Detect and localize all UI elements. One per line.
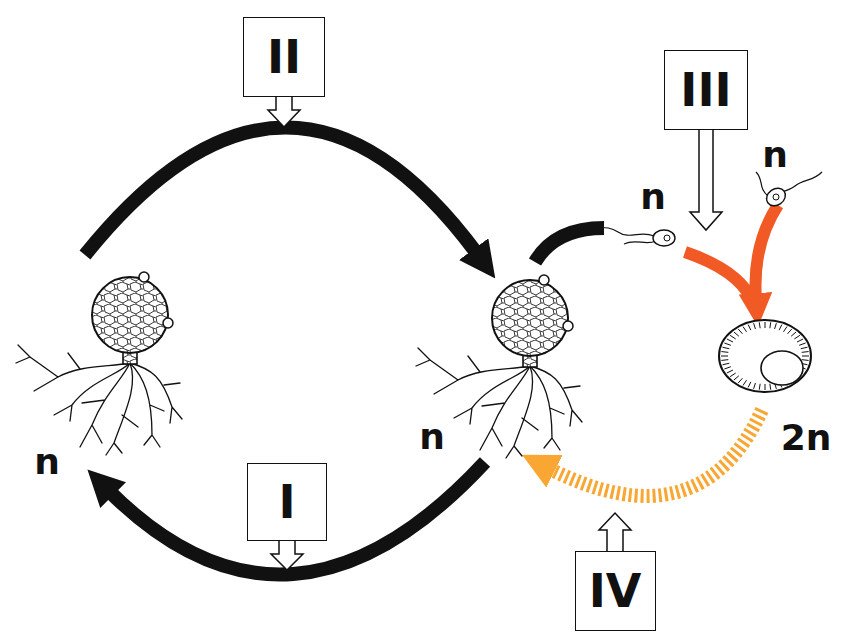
callout-box: II xyxy=(243,17,325,97)
callout-box: IV xyxy=(575,551,656,631)
ploidy-label: n xyxy=(640,179,666,215)
callout-box: I xyxy=(247,463,327,541)
callout-box: III xyxy=(664,50,748,130)
callout-number: IV xyxy=(589,568,642,614)
ploidy-label: 2n xyxy=(781,420,832,456)
ploidy-label: n xyxy=(419,419,445,455)
ploidy-label: n xyxy=(34,444,60,480)
callout-number: I xyxy=(278,479,295,525)
callout-number: III xyxy=(680,67,731,113)
callout-number: II xyxy=(267,34,301,80)
ploidy-label: n xyxy=(762,137,788,173)
